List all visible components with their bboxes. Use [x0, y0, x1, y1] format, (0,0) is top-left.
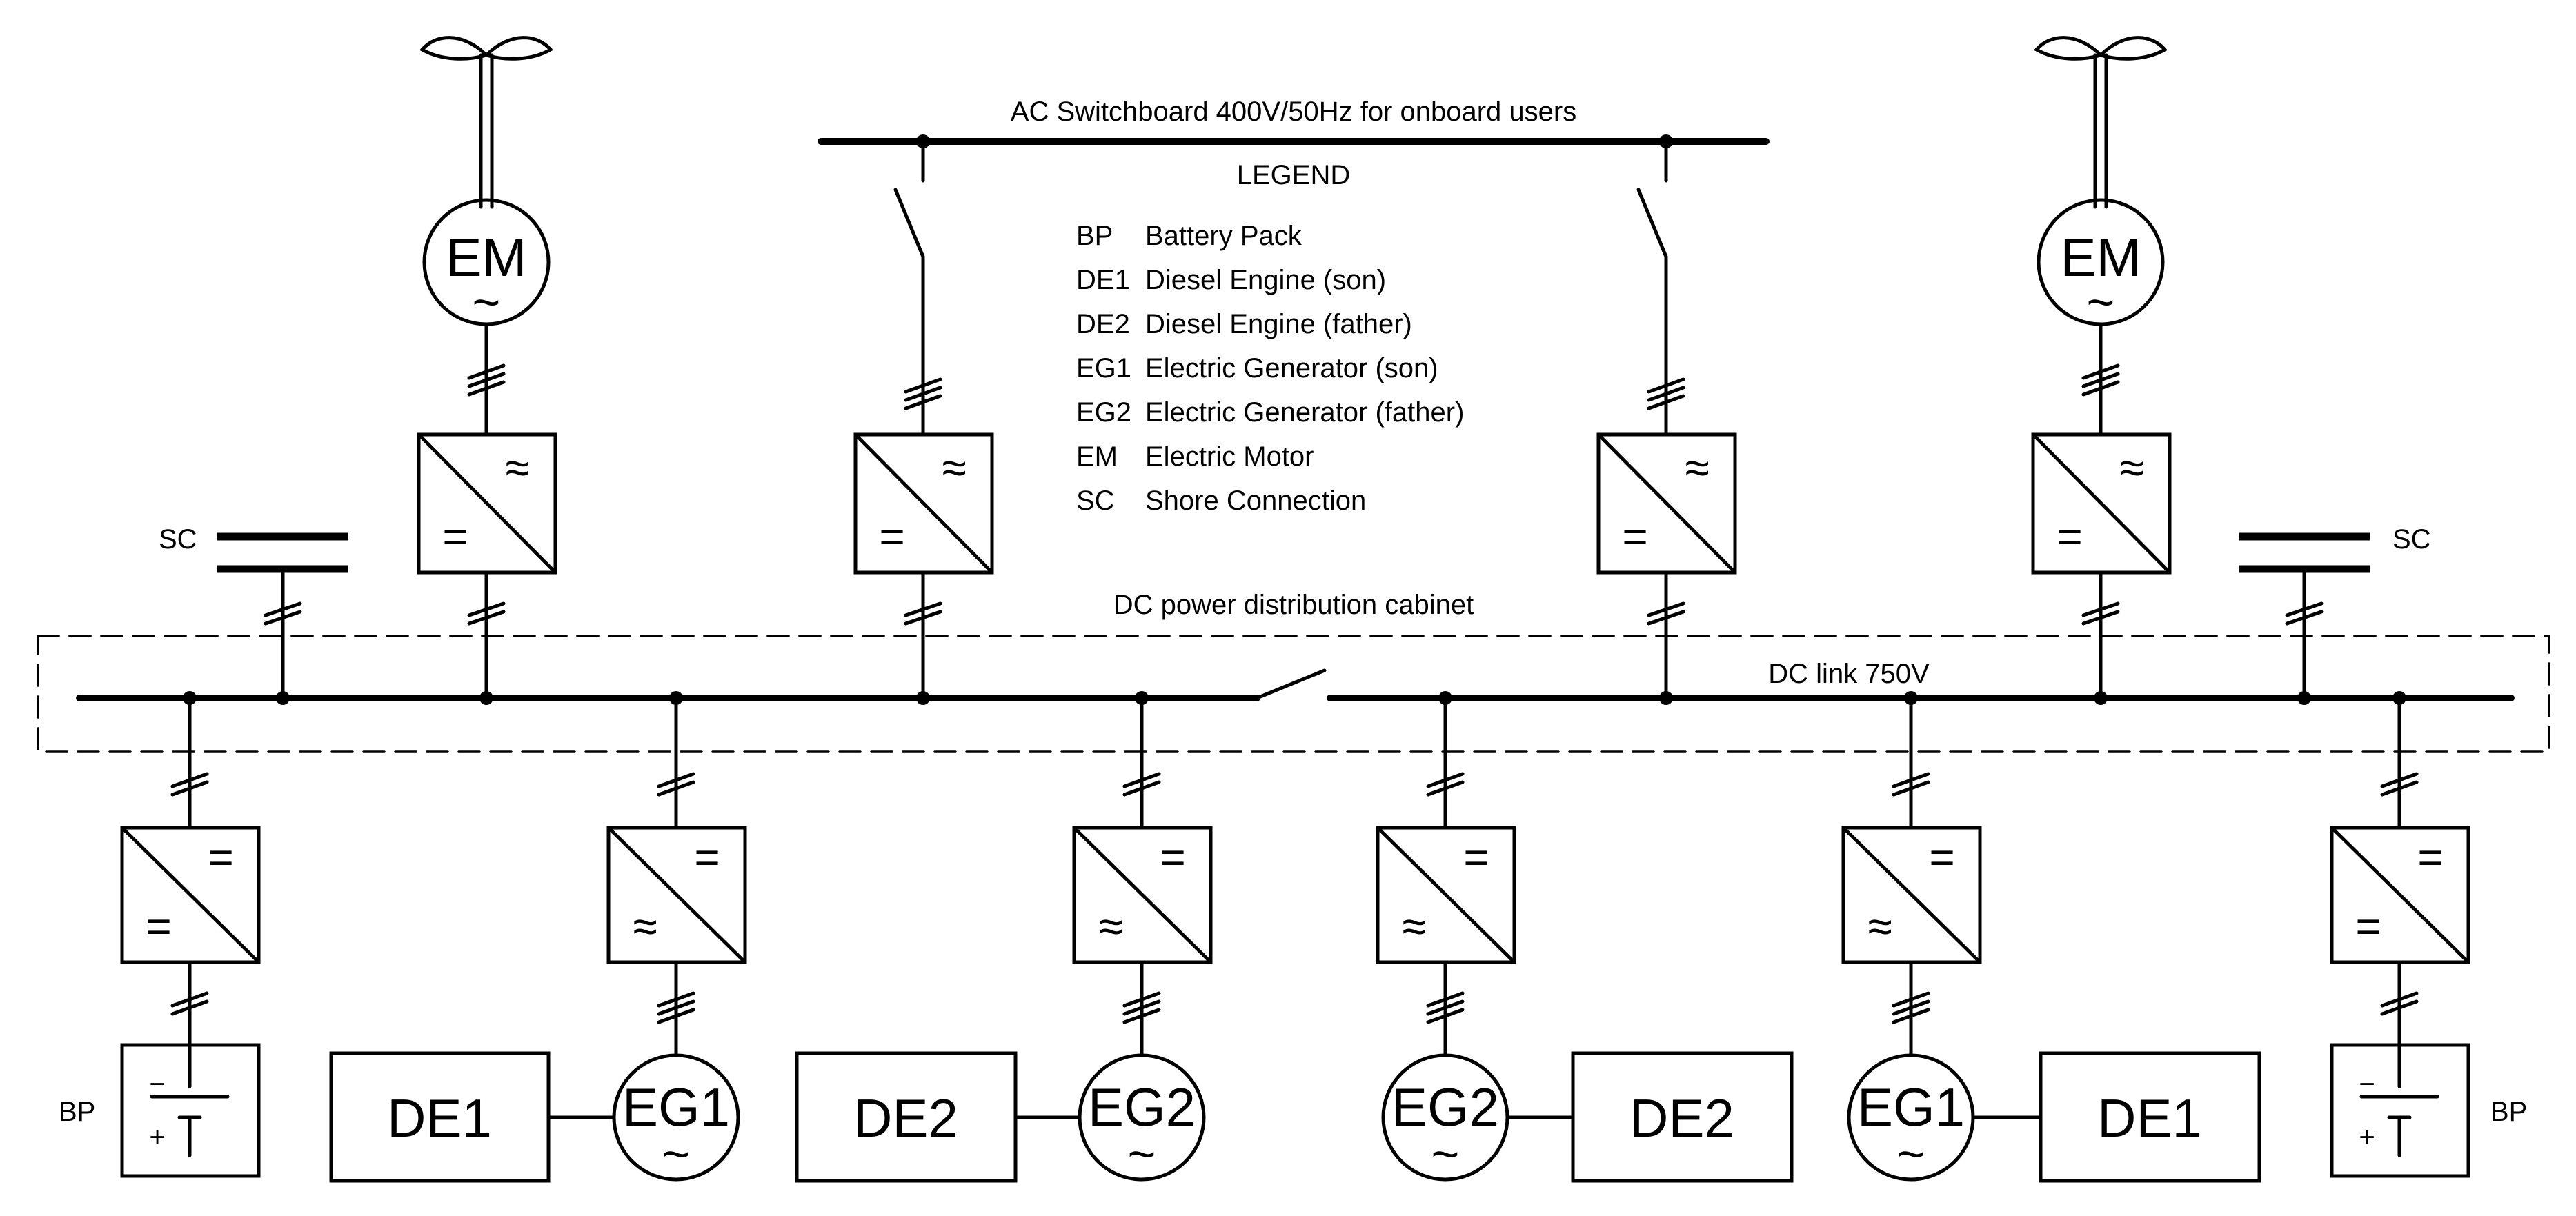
dc-icon: = [1929, 833, 1954, 882]
dc-icon: = [146, 901, 171, 951]
ac-switchboard-label: AC Switchboard 400V/50Hz for onboard use… [1011, 97, 1576, 127]
de2-left-label: DE2 [853, 1088, 958, 1148]
generator-branch-eg1-left: = ≈ [606, 696, 747, 1057]
shore-connection-right: SC [2239, 524, 2431, 700]
legend-desc-bp: Battery Pack [1145, 221, 1302, 251]
generator-branch-eg2-left: = ≈ [1072, 696, 1213, 1057]
dc-marker [2081, 601, 2120, 626]
approx-icon: ≈ [1685, 443, 1709, 492]
de2-right-label: DE2 [1629, 1088, 1734, 1148]
legend-code-em: EM [1076, 441, 1118, 472]
em-right-label: EM [2061, 227, 2141, 288]
bus-tie-switch [1255, 668, 1327, 700]
eg1-right-label: EG1 [1857, 1077, 1965, 1137]
ac-icon: ~ [1431, 1127, 1460, 1181]
de1-right-label: DE1 [2097, 1088, 2202, 1148]
propeller-left-icon [419, 36, 553, 209]
dc-marker [467, 601, 506, 626]
bp-right-label: BP [2490, 1097, 2527, 1127]
electric-generator-eg2-right: EG2 ~ [1381, 1053, 1509, 1182]
inverter-em-right: ≈ = [2031, 432, 2172, 575]
battery-branch-left: = = [120, 696, 261, 1047]
approx-icon: ≈ [1098, 901, 1122, 951]
dc-icon: = [1463, 833, 1489, 882]
legend-code-de2: DE2 [1076, 309, 1130, 339]
eg2-left-label: EG2 [1088, 1077, 1196, 1137]
legend-code-sc: SC [1076, 486, 1115, 516]
approx-icon: ≈ [2119, 443, 2143, 492]
legend-desc-eg1: Electric Generator (son) [1145, 353, 1438, 383]
three-phase-marker [2081, 363, 2120, 397]
dc-icon: = [1160, 833, 1185, 882]
legend-desc-de1: Diesel Engine (son) [1145, 265, 1386, 295]
diesel-engine-de2-right: DE2 [1571, 1051, 1794, 1183]
diesel-engine-de2-left: DE2 [795, 1051, 1018, 1183]
three-phase-marker [467, 363, 506, 397]
battery-pack-right: − + BP [2330, 1043, 2527, 1178]
ac-feeder-right: ≈ = [1596, 188, 1737, 700]
battery-pack-left: − + BP [59, 1043, 261, 1178]
dc-cabinet: DC power distribution cabinet [37, 590, 2550, 753]
legend-desc-sc: Shore Connection [1145, 486, 1366, 516]
generator-branch-eg1-right: = ≈ [1841, 696, 1982, 1057]
legend-code-bp: BP [1076, 221, 1113, 251]
dc-icon: = [442, 512, 468, 561]
plus-icon: + [149, 1122, 165, 1153]
eg1-left-label: EG1 [622, 1077, 730, 1137]
dc-icon: = [2355, 901, 2381, 951]
approx-icon: ≈ [505, 443, 529, 492]
legend-code-eg1: EG1 [1076, 353, 1131, 383]
approx-icon: ≈ [942, 443, 966, 492]
diesel-engine-de1-left: DE1 [329, 1051, 551, 1183]
dc-cabinet-label: DC power distribution cabinet [1113, 590, 1474, 620]
em-left-label: EM [446, 227, 527, 288]
ac-icon: ~ [662, 1127, 691, 1181]
bus-junctions [183, 691, 2406, 705]
plus-icon: + [2359, 1122, 2375, 1153]
minus-icon: − [149, 1069, 165, 1099]
diesel-engine-de1-right: DE1 [2039, 1051, 2261, 1183]
electric-generator-eg2-left: EG2 ~ [1078, 1053, 1206, 1182]
sc-left-label: SC [159, 524, 197, 555]
dc-link-bus: DC link 750V [76, 659, 2515, 701]
ac-icon: ~ [2087, 275, 2115, 329]
electric-generator-eg1-left: EG1 ~ [612, 1053, 740, 1182]
ac-icon: ~ [1128, 1127, 1156, 1181]
ac-icon: ~ [1897, 1127, 1925, 1181]
ac-feeder-left: ≈ = [853, 188, 994, 700]
shore-connection-left: SC [159, 524, 348, 700]
approx-icon: ≈ [633, 901, 657, 951]
approx-icon: ≈ [1402, 901, 1426, 951]
legend-title: LEGEND [1237, 160, 1351, 190]
electric-generator-eg1-right: EG1 ~ [1847, 1053, 1975, 1182]
ac-switchboard: AC Switchboard 400V/50Hz for onboard use… [818, 97, 1770, 183]
legend-desc-eg2: Electric Generator (father) [1145, 397, 1464, 428]
dc-icon: = [2417, 833, 2443, 882]
legend-desc-de2: Diesel Engine (father) [1145, 309, 1412, 339]
dc-icon: = [208, 833, 233, 882]
generator-branch-eg2-right: = ≈ [1376, 696, 1516, 1057]
dc-icon: = [2057, 512, 2082, 561]
minus-icon: − [2359, 1069, 2375, 1099]
electric-motor-left: EM ~ [422, 198, 551, 329]
dc-icon: = [694, 833, 720, 882]
approx-icon: ≈ [1867, 901, 1892, 951]
electric-motor-right: EM ~ [2037, 198, 2165, 329]
legend: LEGEND BP Battery Pack DE1 Diesel Engine… [1076, 160, 1464, 516]
legend-desc-em: Electric Motor [1145, 441, 1314, 472]
dc-icon: = [1622, 512, 1647, 561]
de1-left-label: DE1 [387, 1088, 492, 1148]
legend-code-de1: DE1 [1076, 265, 1130, 295]
eg2-right-label: EG2 [1391, 1077, 1499, 1137]
ac-icon: ~ [473, 275, 501, 329]
sc-right-label: SC [2392, 524, 2431, 555]
battery-branch-right: = = [2330, 696, 2470, 1047]
dc-icon: = [879, 512, 904, 561]
inverter-em-left: ≈ = [417, 432, 557, 575]
propeller-right-icon [2034, 36, 2168, 209]
legend-code-eg2: EG2 [1076, 397, 1131, 428]
bp-left-label: BP [59, 1097, 95, 1127]
dc-link-label: DC link 750V [1768, 659, 1930, 689]
